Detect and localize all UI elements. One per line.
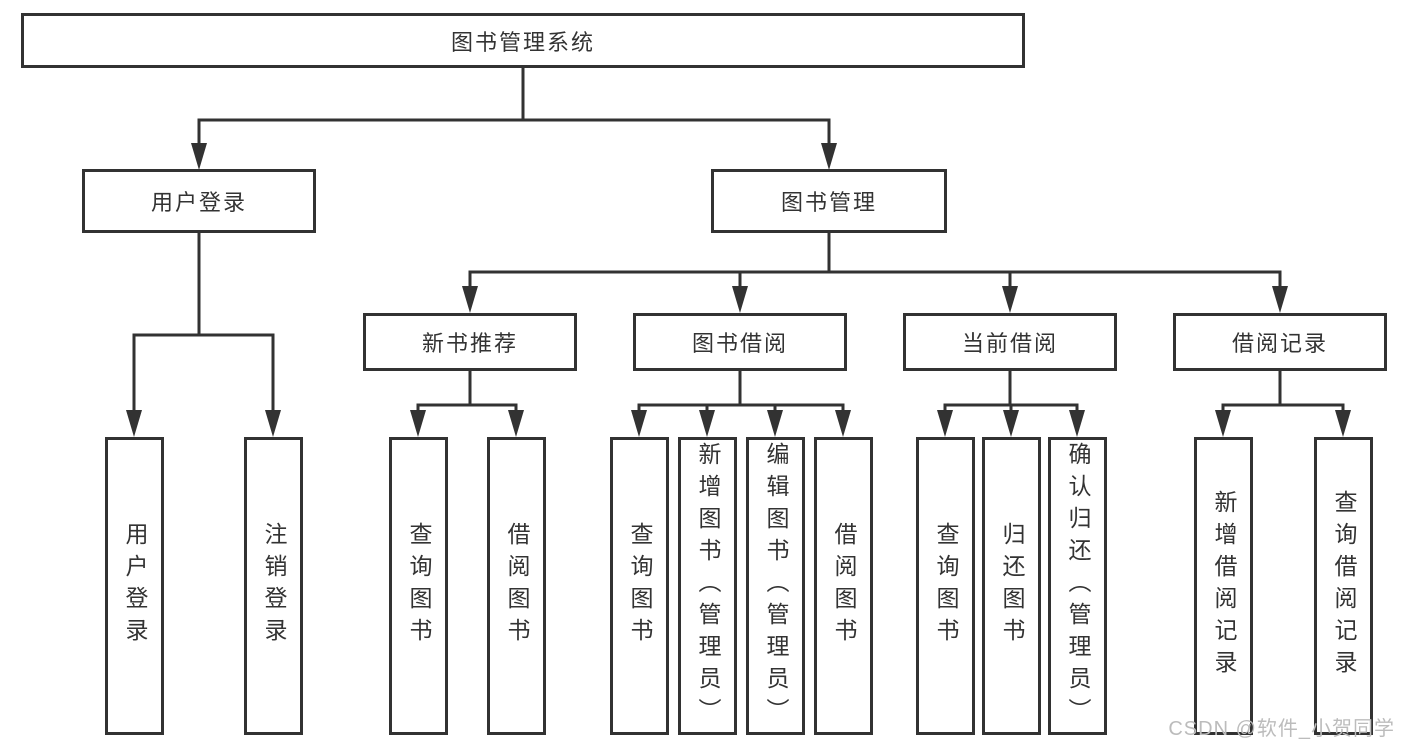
node-leaf-cur-confirm-return: 确认归还（管理员） — [1048, 437, 1107, 735]
arrow-down-icon — [631, 410, 647, 437]
node-leaf-cur-query-books-label: 查询图书 — [933, 522, 959, 650]
node-leaf-cur-confirm-return-label: 确认归还（管理员） — [1065, 442, 1091, 730]
connector-user-login-bar — [132, 333, 275, 411]
connector-new-book-rec-bar — [416, 403, 518, 411]
arrow-down-icon — [265, 410, 281, 437]
node-user-login: 用户登录 — [82, 169, 316, 233]
node-leaf-records-add: 新增借阅记录 — [1194, 437, 1253, 735]
node-leaf-borrow-query-books: 查询图书 — [610, 437, 669, 735]
node-leaf-rec-query-books: 查询图书 — [389, 437, 448, 735]
node-leaf-borrow-add-books: 新增图书（管理员） — [678, 437, 737, 735]
node-book-mgmt-label: 图书管理 — [780, 190, 877, 215]
node-leaf-borrow-edit-books: 编辑图书（管理员） — [746, 437, 805, 735]
node-new-book-rec: 新书推荐 — [363, 313, 577, 371]
csdn-watermark: CSDN @软件_小贺同学 — [1168, 718, 1395, 740]
node-book-mgmt: 图书管理 — [711, 169, 947, 233]
node-book-mgmt-system-label: 图书管理系统 — [450, 29, 595, 55]
node-borrow-records: 借阅记录 — [1173, 313, 1387, 371]
arrow-down-icon — [937, 410, 953, 437]
node-leaf-rec-borrow-books: 借阅图书 — [487, 437, 546, 735]
connector-level3-bar — [468, 270, 1282, 287]
node-leaf-cur-return-books-label: 归还图书 — [999, 522, 1025, 650]
arrow-down-icon — [835, 410, 851, 437]
node-user-login-label: 用户登录 — [150, 190, 247, 215]
connector-borrow-records-bar — [1221, 403, 1345, 411]
node-new-book-rec-label: 新书推荐 — [421, 331, 518, 356]
node-current-borrow-label: 当前借阅 — [961, 331, 1058, 356]
node-book-borrow-label: 图书借阅 — [691, 331, 788, 356]
node-leaf-borrow-query-books-label: 查询图书 — [627, 522, 653, 650]
arrow-down-icon — [508, 410, 524, 437]
node-leaf-rec-borrow-books-label: 借阅图书 — [504, 522, 530, 650]
node-borrow-records-label: 借阅记录 — [1231, 331, 1328, 356]
node-leaf-borrow-add-books-label: 新增图书（管理员） — [695, 442, 721, 730]
arrow-down-icon — [1069, 410, 1085, 437]
node-leaf-records-add-label: 新增借阅记录 — [1211, 490, 1237, 682]
node-leaf-records-query: 查询借阅记录 — [1314, 437, 1373, 735]
node-leaf-borrow-edit-books-label: 编辑图书（管理员） — [763, 442, 789, 730]
arrow-down-icon — [1272, 286, 1288, 313]
connector-book-borrow-bar — [637, 403, 845, 411]
node-leaf-rec-query-books-label: 查询图书 — [406, 522, 432, 650]
arrow-down-icon — [462, 286, 478, 313]
arrow-down-icon — [1002, 286, 1018, 313]
node-leaf-logout-label: 注销登录 — [261, 522, 287, 650]
arrow-down-icon — [767, 410, 783, 437]
node-leaf-cur-return-books: 归还图书 — [982, 437, 1041, 735]
node-leaf-user-login: 用户登录 — [105, 437, 164, 735]
node-leaf-cur-query-books: 查询图书 — [916, 437, 975, 735]
arrow-down-icon — [1003, 410, 1019, 437]
connector-current-borrow-bar — [943, 403, 1079, 411]
arrow-down-icon — [126, 410, 142, 437]
arrow-down-icon — [191, 143, 207, 170]
arrow-down-icon — [1215, 410, 1231, 437]
node-leaf-records-query-label: 查询借阅记录 — [1331, 490, 1357, 682]
node-current-borrow: 当前借阅 — [903, 313, 1117, 371]
arrow-down-icon — [732, 286, 748, 313]
connector-level2-bar — [197, 118, 831, 144]
arrow-down-icon — [1335, 410, 1351, 437]
node-leaf-logout: 注销登录 — [244, 437, 303, 735]
arrow-down-icon — [821, 143, 837, 170]
arrow-down-icon — [699, 410, 715, 437]
arrow-down-icon — [410, 410, 426, 437]
node-leaf-borrow-borrow-books-label: 借阅图书 — [831, 522, 857, 650]
node-leaf-borrow-borrow-books: 借阅图书 — [814, 437, 873, 735]
node-book-mgmt-system: 图书管理系统 — [21, 13, 1025, 68]
node-book-borrow: 图书借阅 — [633, 313, 847, 371]
node-leaf-user-login-label: 用户登录 — [122, 522, 148, 650]
